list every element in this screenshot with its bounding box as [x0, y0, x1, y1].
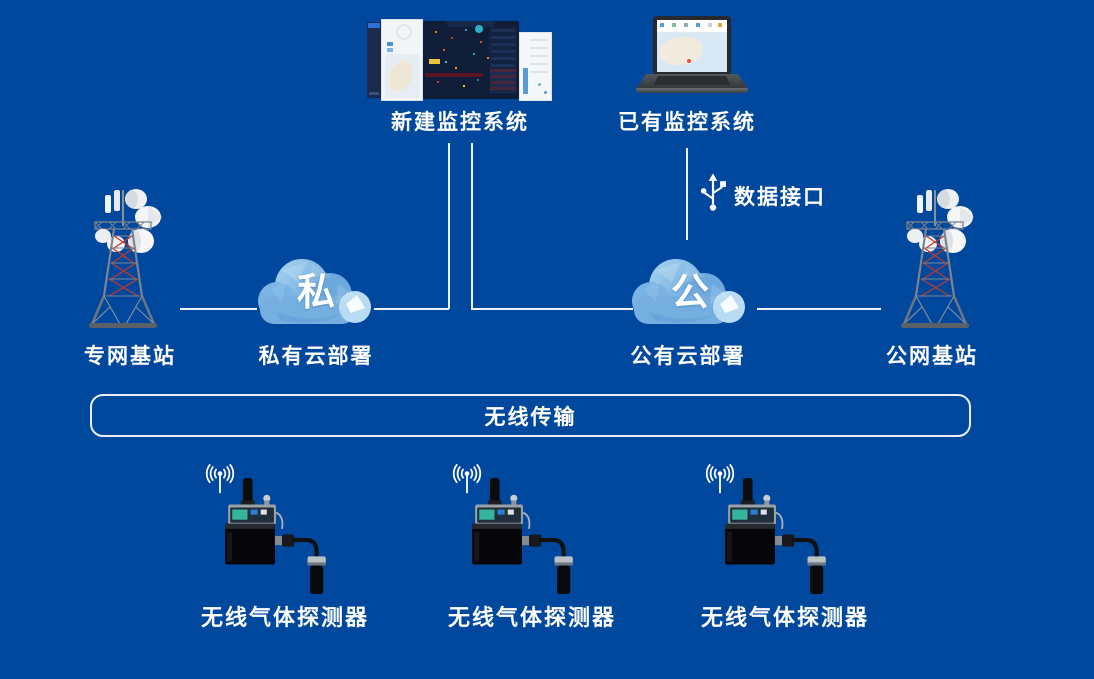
laptop-screen [653, 16, 731, 76]
right-base-station-label: 公网基站 [886, 345, 978, 368]
new-monitoring-label: 新建监控系统 [391, 111, 529, 134]
laptop-base [636, 88, 748, 93]
gas-detector-label: 无线气体探测器 [200, 605, 369, 630]
connector-new-to-public [471, 143, 473, 309]
private-cloud-icon: 私 [252, 250, 380, 340]
left-base-station-tower-icon [78, 186, 168, 336]
public-cloud-badge: 公 [670, 272, 709, 314]
connector-right-station [757, 308, 881, 310]
connector-private-horizontal [374, 308, 449, 310]
wireless-signal-icon [702, 463, 738, 495]
public-cloud-label: 公有云部署 [630, 345, 746, 368]
public-cloud-icon: 公 [626, 250, 754, 340]
connector-public-horizontal [471, 308, 633, 310]
dashboard-sidebar [367, 22, 381, 98]
connector-existing-to-public [686, 148, 688, 240]
gas-detector-device-icon [472, 478, 578, 596]
gas-detector-device-icon [225, 478, 331, 596]
private-cloud-label: 私有云部署 [258, 345, 374, 368]
dashboard-left-panel [381, 19, 423, 101]
dashboard-map-panel [423, 21, 519, 99]
left-base-station-label: 专网基站 [84, 345, 176, 368]
dashboard-right-panel [519, 32, 552, 101]
gas-detector-group-1: 无线气体探测器 [180, 458, 390, 630]
right-base-station-tower-icon [890, 186, 980, 336]
gas-detector-label: 无线气体探测器 [700, 605, 869, 630]
laptop-keyboard [636, 74, 748, 89]
connector-new-to-private [448, 143, 450, 309]
gas-detector-group-3: 无线气体探测器 [680, 458, 890, 630]
new-monitoring-screenshot [367, 19, 552, 101]
data-interface-label: 数据接口 [734, 186, 826, 209]
wireless-transmission-label: 无线传输 [484, 405, 577, 429]
gas-detector-label: 无线气体探测器 [447, 605, 616, 630]
gas-detector-device-icon [725, 478, 831, 596]
connector-left-station [180, 308, 257, 310]
usb-icon [698, 173, 728, 213]
existing-monitoring-label: 已有监控系统 [618, 111, 756, 134]
wireless-signal-icon [202, 463, 238, 495]
private-cloud-badge: 私 [296, 272, 335, 314]
existing-monitoring-laptop [636, 16, 748, 98]
wireless-signal-icon [449, 463, 485, 495]
wireless-transmission-bar: 无线传输 [90, 394, 971, 437]
gas-detector-group-2: 无线气体探测器 [427, 458, 637, 630]
